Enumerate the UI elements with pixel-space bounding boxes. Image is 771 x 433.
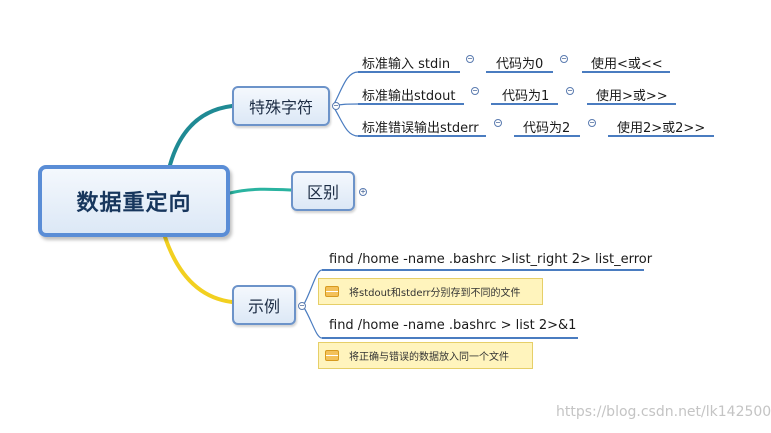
watermark: https://blog.csdn.net/lk142500	[556, 404, 771, 420]
collapse-icon[interactable]: −	[494, 118, 502, 127]
collapse-icon[interactable]: −	[466, 54, 474, 63]
root-label: 数据重定向	[76, 191, 192, 216]
link-root-examples	[163, 235, 234, 304]
link-special-row3	[332, 105, 359, 137]
branch-difference[interactable]: 区别	[291, 171, 355, 211]
collapse-icon[interactable]: −	[471, 86, 479, 95]
note-icon	[325, 286, 339, 297]
note-icon	[325, 350, 339, 361]
row3-usage[interactable]: 使用2>或2>>	[617, 121, 706, 136]
link-root-difference	[228, 187, 293, 195]
example2-note[interactable]: 将正确与错误的数据放入同一个文件	[318, 342, 533, 369]
row2-name[interactable]: 标准输出stdout	[362, 89, 456, 104]
row2-usage[interactable]: 使用>或>>	[596, 89, 668, 104]
link-root-special	[168, 104, 234, 167]
row2-code[interactable]: 代码为1	[502, 89, 550, 104]
branch-difference-label: 区别	[306, 183, 339, 202]
expand-icon[interactable]: +	[359, 187, 367, 196]
branch-examples-label: 示例	[247, 297, 280, 316]
collapse-icon[interactable]: −	[332, 101, 340, 110]
collapse-icon[interactable]: −	[560, 54, 568, 63]
example2-note-text: 将正确与错误的数据放入同一个文件	[349, 352, 509, 363]
link-examples-item2	[302, 305, 323, 339]
example1-note[interactable]: 将stdout和stderr分别存到不同的文件	[318, 278, 543, 305]
row3-name[interactable]: 标准错误输出stderr	[362, 121, 479, 136]
collapse-icon[interactable]: −	[588, 118, 596, 127]
branch-special-chars[interactable]: 特殊字符	[232, 86, 330, 126]
example2-command[interactable]: find /home -name .bashrc > list 2>&1	[329, 318, 577, 333]
root-node[interactable]: 数据重定向	[38, 165, 230, 237]
row1-name[interactable]: 标准输入 stdin	[362, 57, 451, 72]
row1-code[interactable]: 代码为0	[496, 57, 544, 72]
collapse-icon[interactable]: −	[298, 301, 306, 310]
link-examples-item1	[302, 269, 323, 307]
example1-command[interactable]: find /home -name .bashrc >list_right 2> …	[329, 252, 653, 267]
example1-note-text: 将stdout和stderr分别存到不同的文件	[349, 288, 521, 299]
row3-code[interactable]: 代码为2	[523, 121, 571, 136]
branch-examples[interactable]: 示例	[232, 285, 296, 325]
collapse-icon[interactable]: −	[566, 86, 574, 95]
link-special-row1	[332, 71, 359, 107]
branch-special-chars-label: 特殊字符	[248, 98, 313, 117]
row1-usage[interactable]: 使用<或<<	[591, 57, 663, 72]
